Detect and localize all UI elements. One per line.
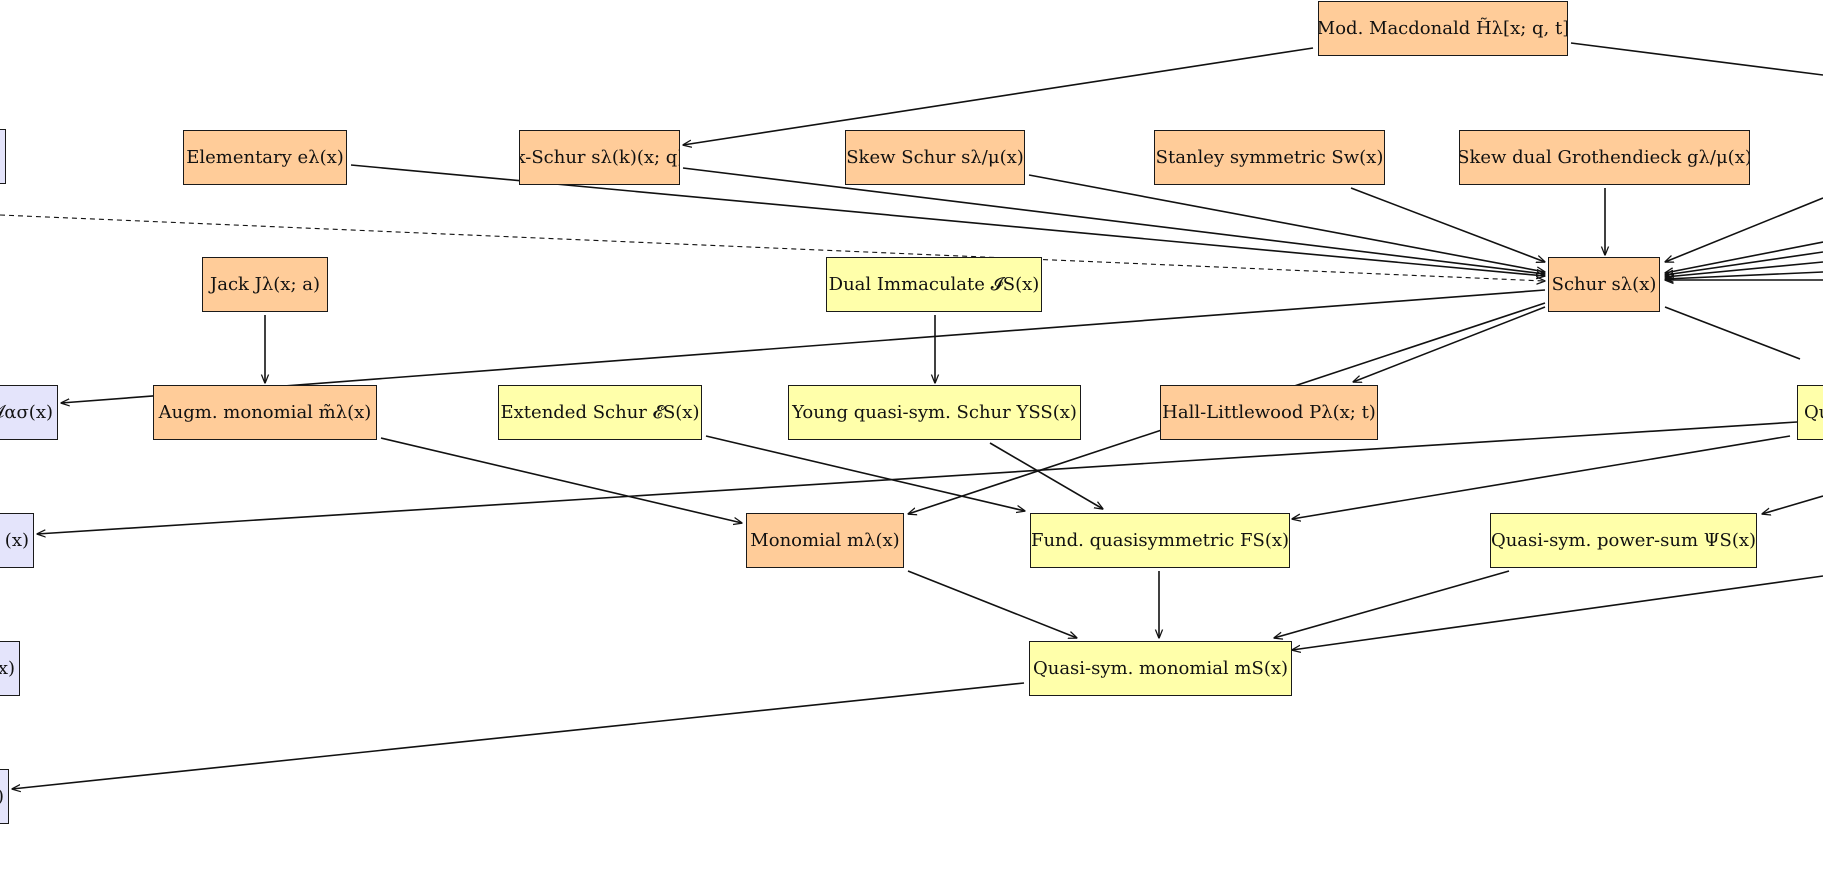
edge-monomial-qsymmonomial <box>907 570 1077 638</box>
edge-right-schur-3 <box>1665 251 1823 275</box>
edge-qsympowersum-qsymmonomial <box>1274 570 1510 638</box>
node-extschur: Extended Schur 𝓔S(x) <box>498 385 702 440</box>
edge-schur-leftclip2 <box>61 289 1546 403</box>
node-left-clip-5-label: ) <box>0 786 4 807</box>
node-left-clip-1 <box>0 129 6 184</box>
node-monomial: Monomial mλ(x) <box>746 513 904 568</box>
node-qsympowersum: Quasi-sym. power-sum ΨS(x) <box>1490 513 1757 568</box>
node-kschur-label: k-Schur sλ(k)(x; q) <box>519 147 680 168</box>
edge-youngqsym-fundqsym <box>989 442 1103 509</box>
node-monomial-label: Monomial mλ(x) <box>750 530 900 551</box>
edge-macdonald-right <box>1570 42 1823 76</box>
node-fundqsym-label: Fund. quasisymmetric FS(x) <box>1030 530 1290 551</box>
node-skewschur-label: Skew Schur sλ/μ(x) <box>846 147 1024 168</box>
node-left-clip-2: 𝓐ασ(x) <box>0 385 58 440</box>
node-left-clip-3: (x) <box>0 513 34 568</box>
node-halllittlewood: Hall-Littlewood Pλ(x; t) <box>1160 385 1378 440</box>
node-dualimmaculate: Dual Immaculate 𝓘S(x) <box>826 257 1042 312</box>
edge-kschur-schur <box>682 167 1545 274</box>
edge-macdonald-kschur <box>683 47 1314 145</box>
edge-right-schur-5 <box>1665 271 1823 279</box>
node-macdonald-label: Mod. Macdonald H̃λ[x; q, t] <box>1318 18 1568 39</box>
node-qsymmonomial: Quasi-sym. monomial mS(x) <box>1029 641 1292 696</box>
node-elementary-label: Elementary eλ(x) <box>186 147 344 168</box>
edge-quright-fundqsym <box>1292 435 1791 519</box>
node-qsymmonomial-label: Quasi-sym. monomial mS(x) <box>1032 658 1289 679</box>
node-halllittlewood-label: Hall-Littlewood Pλ(x; t) <box>1162 402 1376 423</box>
node-skewdualgroth-label: Skew dual Grothendieck gλ/μ(x) <box>1459 147 1750 168</box>
node-jack: Jack Jλ(x; a) <box>202 257 328 312</box>
node-elementary: Elementary eλ(x) <box>183 130 347 185</box>
node-stanley-label: Stanley symmetric Sw(x) <box>1155 147 1384 168</box>
edge-left-schur-dashed <box>0 214 1545 281</box>
node-dualimmaculate-label: Dual Immaculate 𝓘S(x) <box>828 274 1040 295</box>
node-quright: Qu <box>1797 385 1823 440</box>
node-qsympowersum-label: Quasi-sym. power-sum ΨS(x) <box>1490 530 1757 551</box>
edge-extschur-fundqsym <box>705 435 1025 511</box>
node-jack-label: Jack Jλ(x; a) <box>210 274 320 295</box>
edge-augmonomial-monomial <box>380 437 742 523</box>
node-left-clip-3-label: (x) <box>4 530 29 551</box>
edge-right-qsymmonomial <box>1292 575 1823 650</box>
node-left-clip-4-label: x) <box>0 658 15 679</box>
edge-right-schur-4 <box>1665 261 1823 277</box>
node-macdonald: Mod. Macdonald H̃λ[x; q, t] <box>1318 1 1568 56</box>
edge-right-schur-2 <box>1665 241 1823 273</box>
node-skewdualgroth: Skew dual Grothendieck gλ/μ(x) <box>1459 130 1750 185</box>
edge-schur-right <box>1664 306 1801 360</box>
node-quright-label: Qu <box>1804 402 1823 423</box>
node-left-clip-4: x) <box>0 641 20 696</box>
edge-quright-leftclip3 <box>37 421 1798 534</box>
node-augmonomial-label: Augm. monomial m̃λ(x) <box>158 402 372 423</box>
edge-qsymmonomial-leftclip5 <box>12 682 1025 789</box>
node-youngqsym-label: Young quasi-sym. Schur YSS(x) <box>792 402 1077 423</box>
edge-schur-halllittlewood <box>1353 306 1546 382</box>
node-kschur: k-Schur sλ(k)(x; q) <box>519 130 680 185</box>
edge-stanley-schur <box>1350 187 1545 262</box>
node-schur-label: Schur sλ(x) <box>1551 274 1657 295</box>
edge-right-schur-1 <box>1665 197 1823 262</box>
edge-skewschur-schur <box>1028 174 1545 272</box>
node-extschur-label: Extended Schur 𝓔S(x) <box>500 402 700 423</box>
node-schur: Schur sλ(x) <box>1548 257 1660 312</box>
node-skewschur: Skew Schur sλ/μ(x) <box>845 130 1025 185</box>
edge-right-qsympowersum <box>1762 495 1823 514</box>
node-left-clip-5: ) <box>0 769 9 824</box>
node-fundqsym: Fund. quasisymmetric FS(x) <box>1030 513 1290 568</box>
node-augmonomial: Augm. monomial m̃λ(x) <box>153 385 377 440</box>
node-left-clip-2-label: 𝓐ασ(x) <box>0 402 53 423</box>
node-youngqsym: Young quasi-sym. Schur YSS(x) <box>788 385 1081 440</box>
node-stanley: Stanley symmetric Sw(x) <box>1154 130 1385 185</box>
